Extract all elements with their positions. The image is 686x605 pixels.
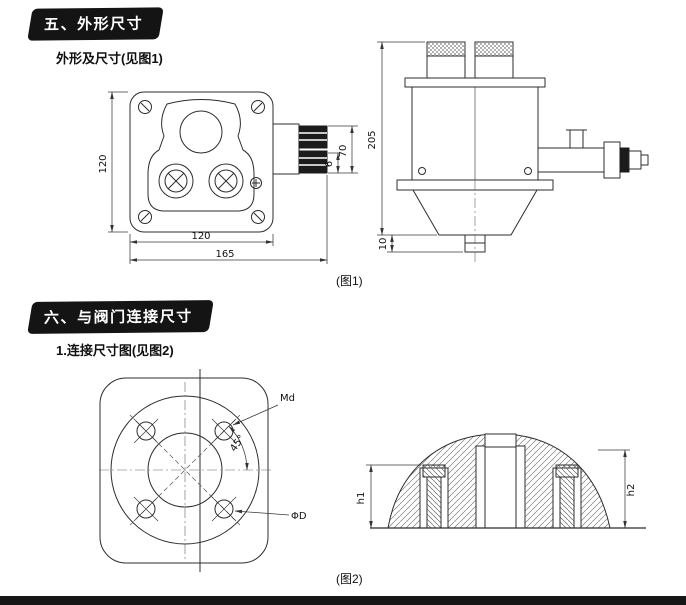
- dim-stem-protrusion: 10: [378, 238, 389, 251]
- height-right-label: h2: [626, 484, 637, 497]
- section-body: [370, 433, 646, 529]
- dim-gland-offset: 6: [324, 161, 335, 167]
- section-5-banner: 五、外形尺寸: [27, 7, 164, 41]
- flange-view-drawing: Md 45° ΦD: [99, 369, 307, 572]
- conduit-fitting: [537, 129, 649, 179]
- dim-body-height: 120: [98, 154, 109, 173]
- connection-subtitle: 1.连接尺寸图(见图2): [56, 343, 174, 358]
- section-dimensions: h1 h2: [356, 449, 637, 529]
- figure-2-caption: (图2): [336, 572, 363, 586]
- bore-label: ΦD: [291, 511, 307, 522]
- outline-subtitle: 外形及尺寸(见图1): [56, 51, 163, 66]
- side-view-dimensions: 205 10: [367, 41, 463, 253]
- section-6-banner-label: 六、与阀门连接尺寸: [43, 308, 193, 327]
- section-5-banner-label: 五、外形尺寸: [43, 15, 144, 34]
- center-bore: [475, 445, 526, 529]
- flange-body: [99, 369, 269, 572]
- indicator-window: [179, 110, 223, 154]
- side-view-drawing: 205 10: [367, 41, 649, 262]
- dim-overall-height: 205: [367, 130, 378, 149]
- side-view-body: [396, 41, 649, 262]
- dim-gland-span: 70: [338, 145, 349, 158]
- front-view-body: [129, 91, 274, 233]
- right-knob: [208, 163, 244, 199]
- dim-overall-width: 165: [215, 249, 234, 260]
- left-knob: [158, 163, 194, 199]
- thread-label: Md: [280, 393, 295, 404]
- side-screw: [250, 177, 262, 189]
- right-stud: [559, 476, 575, 529]
- front-view-drawing: 120 120 165 70 6: [98, 91, 358, 264]
- cross-section-drawing: h1 h2: [356, 433, 646, 529]
- figure-1-caption: (图1): [336, 274, 363, 288]
- height-left-label: h1: [356, 492, 367, 505]
- footer-bar: [0, 596, 686, 605]
- top-plug: [484, 433, 517, 448]
- dim-body-width: 120: [191, 231, 210, 242]
- cable-glands: [272, 123, 328, 175]
- front-view-dimensions: 120 120 165 70 6: [98, 91, 358, 264]
- centerlines: [99, 382, 271, 560]
- section-6-banner: 六、与阀门连接尺寸: [27, 300, 214, 334]
- left-stud: [426, 476, 442, 529]
